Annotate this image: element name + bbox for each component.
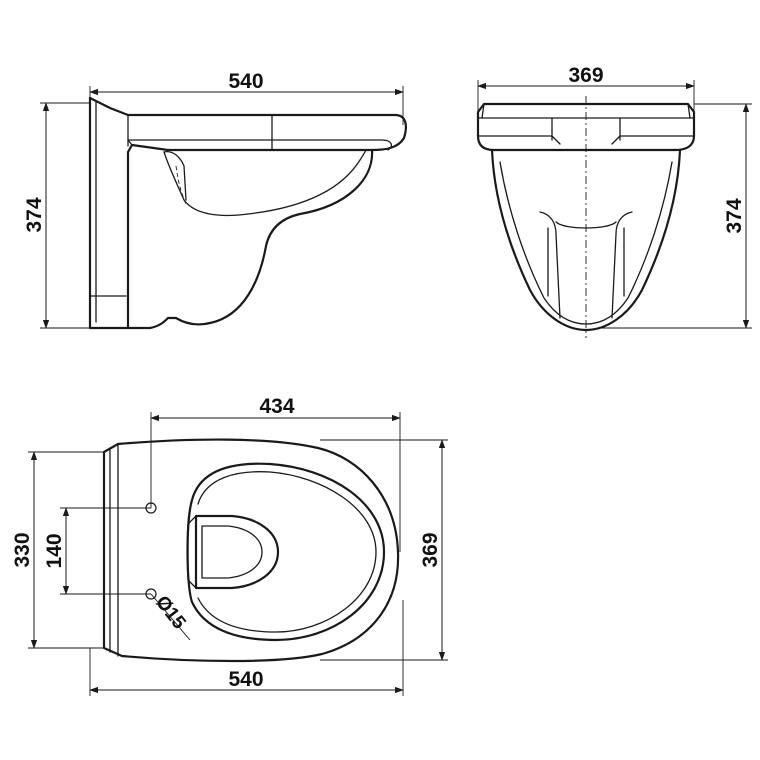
front-bowl (490, 148, 682, 332)
front-rim (476, 102, 696, 152)
dim-label-bolt-diameter: Ø15 (151, 592, 190, 634)
front-rim-recess (477, 117, 695, 145)
top-outline (102, 438, 400, 663)
top-bowl-inner (197, 471, 377, 633)
bolt-diameter-leader (150, 593, 191, 641)
top-trap-inner (201, 525, 263, 579)
dim-label-hole-to-front: 434 (259, 395, 294, 418)
dim-label-top-length: 540 (228, 668, 263, 691)
side-rim (88, 96, 407, 152)
side-rim-inner (127, 114, 273, 151)
side-trap (163, 150, 187, 201)
side-bowl (126, 148, 374, 330)
top-bowl-opening (186, 462, 386, 642)
front-trap-lines (547, 227, 625, 297)
dim-label-side-length: 540 (228, 70, 263, 93)
front-view: 369 374 (476, 64, 752, 338)
top-trap-lip (187, 515, 197, 589)
side-bowl-inner (163, 149, 367, 217)
top-trap (194, 514, 280, 590)
dim-label-bolt-spacing: 140 (43, 533, 66, 568)
dim-label-side-height: 374 (23, 197, 46, 232)
dim-label-front-width: 369 (568, 64, 603, 87)
side-rim-lip (127, 139, 393, 151)
top-view: 434 330 140 369 540 Ø15 (11, 395, 448, 696)
dim-label-front-height: 374 (723, 198, 746, 233)
side-view: 540 374 (23, 70, 407, 330)
dim-label-rear-width: 330 (11, 532, 34, 567)
side-trap-dash (175, 165, 187, 205)
dim-label-top-width: 369 (419, 532, 442, 567)
top-rear-plate (109, 443, 119, 657)
side-wall-plate-inner (89, 101, 127, 323)
